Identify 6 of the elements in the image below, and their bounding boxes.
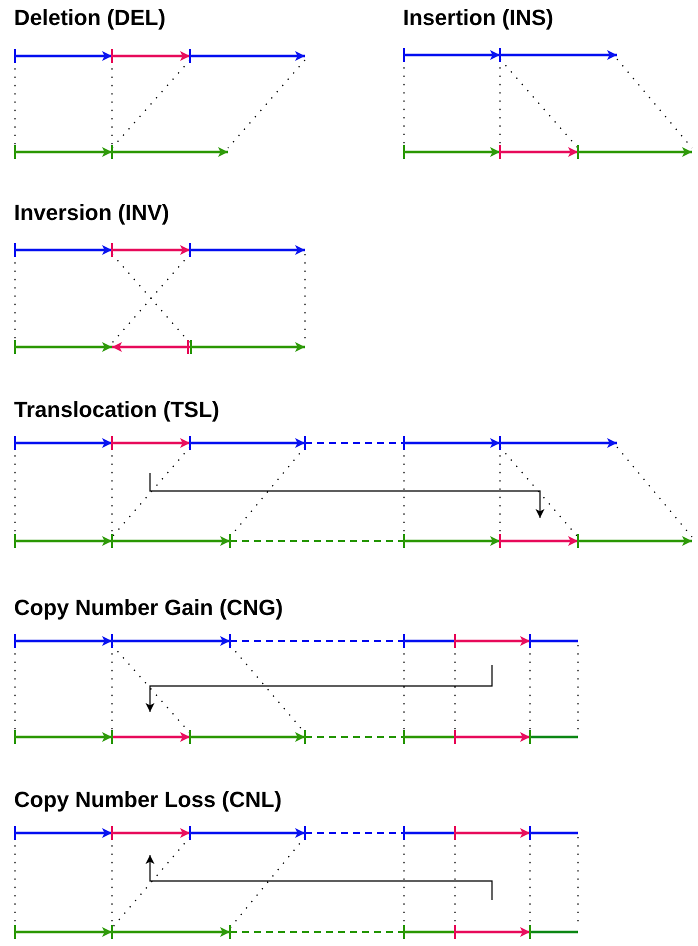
panel-heading: Inversion (INV): [14, 200, 170, 226]
panel-heading: Deletion (DEL): [14, 5, 166, 31]
panel-heading: Copy Number Gain (CNG): [14, 595, 283, 621]
panel-heading: Copy Number Loss (CNL): [14, 787, 282, 813]
panel-heading: Translocation (TSL): [14, 397, 220, 423]
panel-heading: Insertion (INS): [403, 5, 554, 31]
